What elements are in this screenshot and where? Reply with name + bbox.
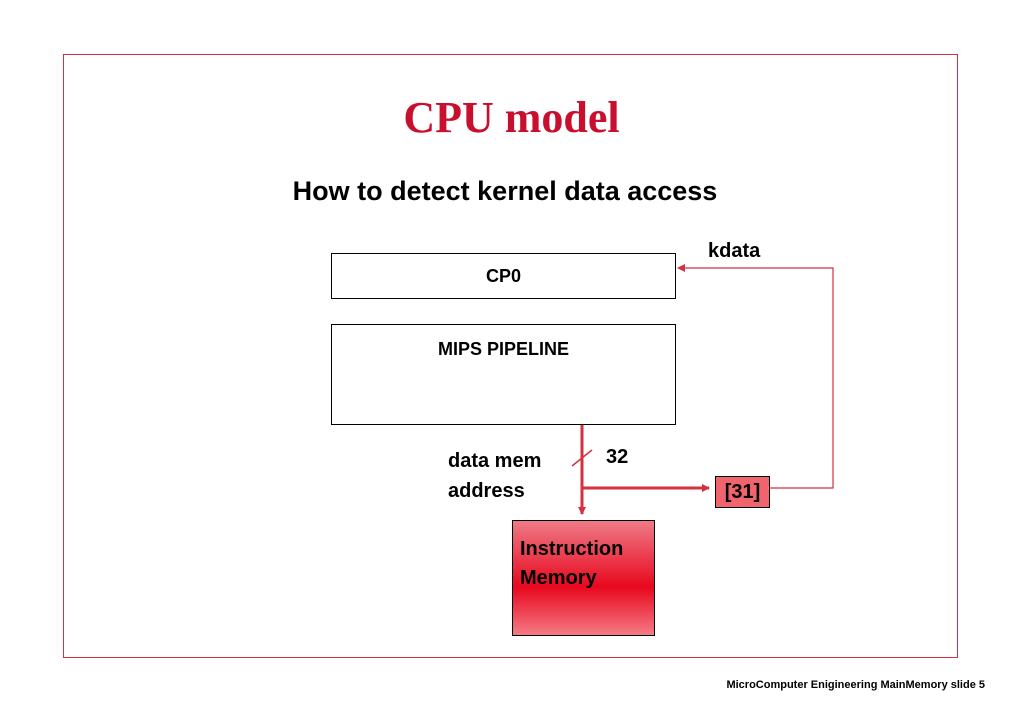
instruction-memory-block: Instruction Memory (512, 520, 655, 636)
kdata-label: kdata (708, 240, 761, 262)
bus-label-line2: address (448, 480, 525, 502)
data-mem-address-label: data mem address (448, 446, 541, 506)
kdata-feedback-line (677, 264, 834, 489)
slide-subtitle: How to detect kernel data access (292, 176, 718, 206)
slide-title: CPU model (403, 93, 620, 142)
slide-footer: MicroComputer Enigineering MainMemory sl… (726, 679, 985, 691)
memory-label-line1: Instruction (520, 538, 624, 560)
mips-pipeline-block: MIPS PIPELINE (331, 324, 676, 425)
memory-label-line2: Memory (520, 567, 597, 589)
bit-31-register: [31] (715, 476, 770, 508)
slide-frame (63, 54, 958, 658)
bus-width-slash (571, 449, 593, 467)
bus-width-label: 32 (606, 446, 629, 468)
bus-label-line1: data mem (448, 450, 542, 472)
cp0-block: CP0 (331, 253, 676, 299)
